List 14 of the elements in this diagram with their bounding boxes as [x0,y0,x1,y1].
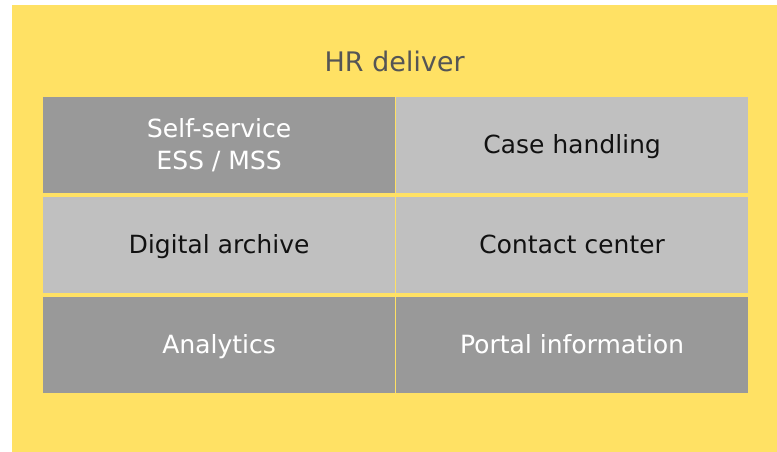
service-tile [43,97,395,193]
tile-label: Contact center [479,228,665,261]
service-tile [396,197,748,293]
tile-label: Digital archive [128,228,310,261]
service-tile [43,297,395,393]
service-tile [396,97,748,193]
tile-label: Portal information [460,328,684,361]
tile-label: Self-service ESS / MSS [146,112,292,177]
service-tile [396,297,748,393]
tile-label: Analytics [162,328,276,361]
panel-heading: HR deliver [323,47,466,78]
panel [12,5,777,452]
tile-label: Case handling [483,128,661,161]
service-tile [43,197,395,293]
